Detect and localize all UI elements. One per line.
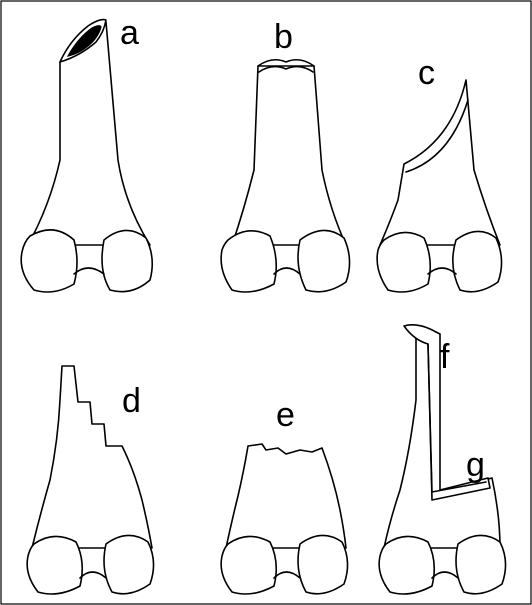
label-b: b [274, 18, 293, 56]
bone-b-rim-outer [258, 60, 314, 66]
bone-b-notch [274, 268, 300, 274]
bone-fg-condyle-left [379, 536, 434, 594]
bone-e: e [221, 396, 347, 594]
bone-c-condyle-right [453, 231, 502, 291]
label-e: e [276, 396, 295, 434]
bone-e-condyle-left [221, 536, 276, 594]
bone-b-condyle-left [221, 231, 276, 292]
bone-a-condyle-left [21, 230, 77, 292]
bone-a-notch [74, 268, 104, 274]
bone-b-shaft [232, 66, 346, 245]
bone-b: b [221, 18, 349, 292]
bone-c-condyle-left [377, 232, 430, 292]
bone-d: d [27, 366, 153, 594]
bone-fg: f g [379, 325, 505, 594]
bone-a-condyle-right [102, 230, 152, 291]
label-f: f [440, 338, 450, 376]
label-a: a [120, 14, 139, 52]
bone-e-shaft [226, 444, 346, 548]
bone-fg-notch [432, 572, 458, 578]
bone-b-condyle-right [298, 230, 350, 291]
bone-c-shaft [380, 80, 500, 245]
bone-e-notch [274, 572, 300, 578]
bone-c: c [377, 54, 501, 292]
bone-a-shaft [28, 22, 150, 245]
bone-d-condyle-right [104, 535, 154, 593]
bone-c-notch [428, 268, 456, 274]
bone-e-condyle-right [298, 535, 348, 593]
label-d: d [122, 382, 141, 420]
bone-d-notch [80, 572, 106, 578]
bone-a: a [21, 14, 152, 292]
label-c: c [418, 54, 435, 92]
bone-d-condyle-left [27, 536, 82, 594]
bone-fg-condyle-right [456, 535, 506, 593]
label-g: g [466, 446, 485, 484]
